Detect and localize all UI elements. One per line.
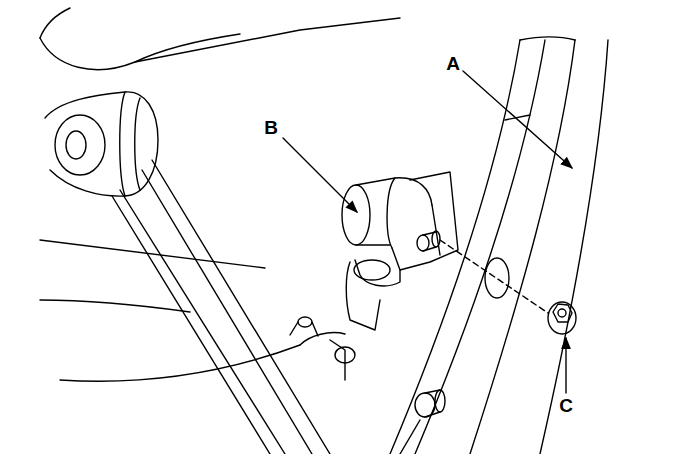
leader-lines [283, 71, 572, 393]
bushing-b [342, 172, 458, 330]
knuckle-body [40, 8, 400, 70]
center-line [440, 240, 548, 313]
subframe [390, 37, 608, 454]
flange-nut [548, 302, 576, 334]
callout-letter: B [264, 118, 278, 137]
lower-bolt [400, 390, 445, 454]
lower-arm [40, 240, 355, 381]
link-bushing [45, 92, 158, 196]
callout-letter: C [559, 396, 573, 415]
callout-letter: A [446, 54, 460, 73]
